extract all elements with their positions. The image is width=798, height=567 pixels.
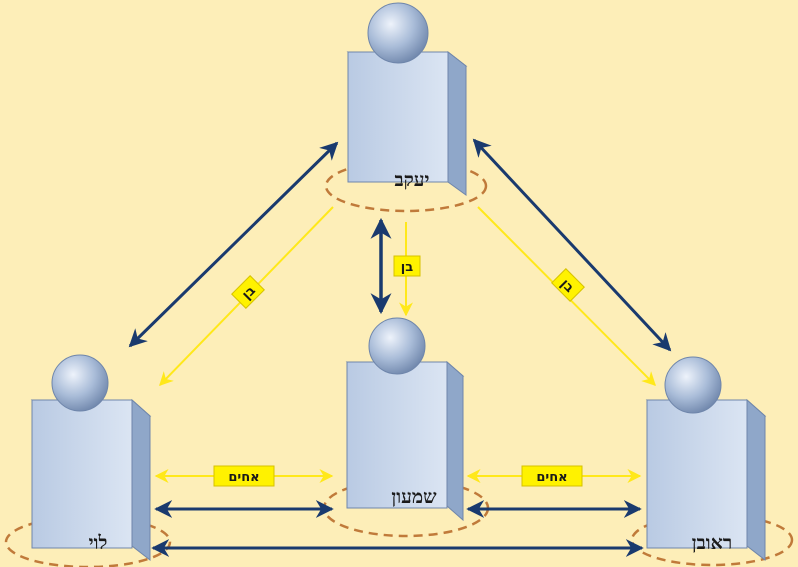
- head-reuven: [664, 356, 722, 414]
- arrow-yaakov-levi: [128, 141, 339, 348]
- person-reuven: ראובן: [645, 356, 767, 562]
- label-son-right: בן: [551, 268, 585, 302]
- person-levi: לוי: [30, 354, 152, 562]
- name-yaakov: יעקב: [394, 169, 429, 191]
- label-son-left: בן: [231, 275, 265, 309]
- head-yaakov: [367, 2, 429, 64]
- label-brothers-left: אחים: [213, 465, 275, 487]
- name-shimon: שמעון: [391, 486, 437, 508]
- head-levi: [51, 354, 109, 412]
- name-levi: לוי: [89, 532, 108, 554]
- label-son-center: בן: [393, 255, 421, 277]
- label-brothers-right-text: אחים: [536, 470, 567, 485]
- label-brothers-right: אחים: [521, 465, 583, 487]
- arrow-yaakov-reuven: [472, 138, 672, 352]
- ground-ellipse-reuven: [630, 513, 794, 567]
- person-shimon: שמעון: [345, 317, 465, 522]
- head-shimon: [368, 317, 426, 375]
- person-yaakov: יעקב: [346, 2, 468, 196]
- label-brothers-left-text: אחים: [228, 470, 259, 485]
- label-son-center-text: בן: [401, 260, 413, 275]
- name-reuven: ראובן: [692, 532, 732, 554]
